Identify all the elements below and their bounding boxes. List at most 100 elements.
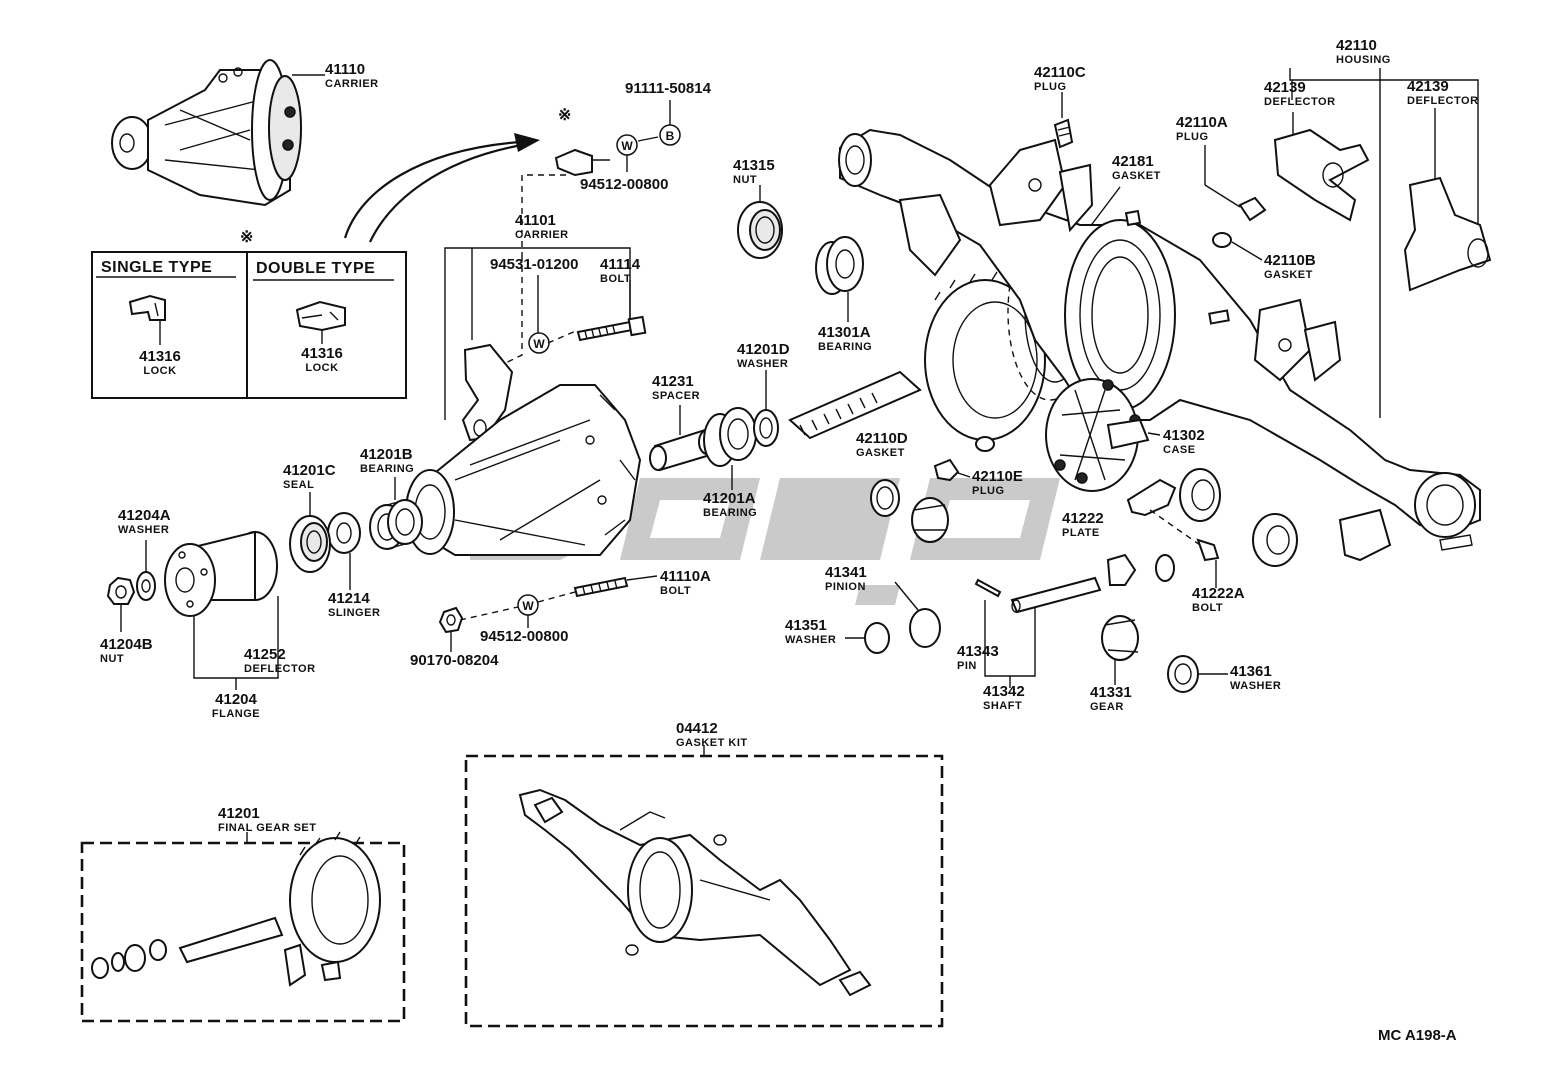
- part-name: BEARING: [703, 507, 757, 519]
- part-number: 94512-00800: [480, 628, 568, 645]
- part-number: 42110: [1336, 37, 1377, 54]
- part-number: 94531-01200: [490, 256, 578, 273]
- part-name: BEARING: [818, 341, 872, 353]
- part-name: SLINGER: [328, 607, 380, 619]
- side-gear-a: [911, 497, 949, 543]
- part-number: 94512-00800: [580, 176, 668, 193]
- marker-w-3-text: W: [522, 599, 534, 613]
- slinger-41214: [327, 512, 361, 554]
- asterisk-box: ※: [240, 229, 254, 246]
- gasket-42110d: [975, 436, 995, 452]
- marker-b: B: [659, 124, 681, 146]
- footer-code: MC A198-A: [1378, 1027, 1457, 1044]
- part-number: 41204: [215, 691, 257, 708]
- gasket-kit-parts: [518, 788, 872, 997]
- part-number: 42181: [1112, 153, 1154, 170]
- pinion-gear-top: [1106, 553, 1137, 586]
- part-name: CARRIER: [325, 78, 379, 90]
- final-gear-set-parts: [91, 831, 381, 987]
- callout-94531-01200: 94531-01200: [490, 256, 578, 273]
- pinion-41341: [909, 608, 941, 648]
- part-name: GASKET: [1264, 269, 1313, 281]
- part-number: 90170-08204: [410, 652, 499, 669]
- part-number: 41231: [652, 373, 694, 390]
- ring-gear-pinion: [788, 271, 1046, 441]
- bearing-41201b: [369, 499, 423, 550]
- washer-small-a: [1155, 554, 1175, 582]
- part-number: 41201C: [283, 462, 336, 479]
- part-name: HOUSING: [1336, 54, 1391, 66]
- part-name: PLATE: [1062, 527, 1100, 539]
- part-number: 41201: [218, 805, 260, 822]
- arrow-head: [514, 133, 540, 152]
- part-number: 42110D: [856, 430, 908, 447]
- gasket-42110b: [1212, 232, 1232, 248]
- part-number: 41316: [301, 345, 343, 362]
- part-name: SHAFT: [983, 700, 1022, 712]
- flange-41204: [164, 530, 278, 617]
- part-name: BOLT: [660, 585, 691, 597]
- part-number: 04412: [676, 720, 718, 737]
- part-number: 41331: [1090, 684, 1132, 701]
- callout-94512-00800b: 94512-00800: [480, 628, 568, 645]
- part-name: DEFLECTOR: [1264, 96, 1336, 108]
- shaft-41342: [1010, 576, 1102, 614]
- part-name: PLUG: [1176, 131, 1209, 143]
- plate-41222: [1126, 478, 1177, 517]
- washer-41204a: [136, 571, 156, 601]
- part-number: 41201D: [737, 341, 790, 358]
- plug-42110c: [1053, 118, 1074, 149]
- nut-41204b: [106, 576, 136, 605]
- part-name: BOLT: [1192, 602, 1223, 614]
- marker-w-3: W: [517, 594, 539, 616]
- part-number: 41301A: [818, 324, 871, 341]
- part-name: BOLT: [600, 273, 631, 285]
- part-number: 41342: [983, 683, 1025, 700]
- part-number: 41214: [328, 590, 370, 607]
- part-number: 41316: [139, 348, 181, 365]
- part-name: CARRIER: [515, 229, 569, 241]
- marker-w-1-text: W: [621, 139, 633, 153]
- part-name: LOCK: [143, 365, 176, 377]
- part-name: SPACER: [652, 390, 700, 402]
- part-name: GEAR: [1090, 701, 1124, 713]
- part-number: 42139: [1407, 78, 1449, 95]
- single-type-header: SINGLE TYPE: [101, 259, 212, 276]
- nut-41315: [737, 201, 783, 259]
- arrow-curve: [343, 140, 521, 239]
- part-name: LOCK: [305, 362, 338, 374]
- part-number: 41361: [1230, 663, 1272, 680]
- bearing-41301a: [815, 236, 864, 295]
- double-type-header: DOUBLE TYPE: [256, 260, 375, 277]
- part-name: GASKET: [1112, 170, 1161, 182]
- part-name: GASKET: [856, 447, 905, 459]
- plug-42110a: [1238, 196, 1267, 222]
- pin-41343: [974, 578, 1002, 598]
- side-washer-a: [870, 479, 900, 517]
- part-number: 41114: [600, 256, 641, 273]
- seal-41201c: [289, 515, 331, 573]
- part-name: DEFLECTOR: [244, 663, 316, 675]
